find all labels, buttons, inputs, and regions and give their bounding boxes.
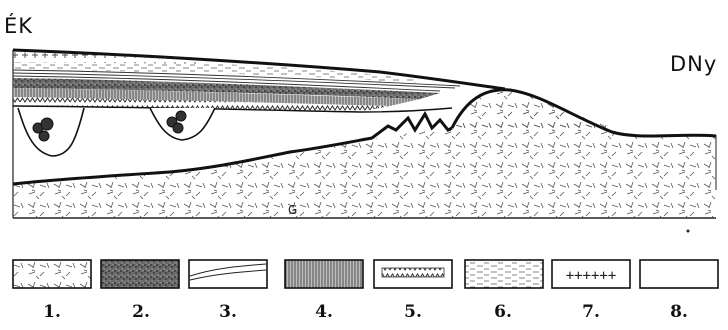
- legend-label-1: 1.: [32, 302, 72, 322]
- legend-label-8: 8.: [659, 302, 699, 322]
- legend-swatch-2: [101, 260, 179, 288]
- small-glyph: G: [288, 203, 297, 217]
- legend-swatch-1: [13, 260, 91, 288]
- svg-text:++++++: ++++++: [566, 268, 617, 284]
- legend-swatch-8: [640, 260, 718, 288]
- small-dot: [687, 230, 690, 233]
- direction-label-right: DNy: [670, 52, 717, 76]
- legend: ++++++: [13, 260, 718, 288]
- legend-label-2: 2.: [121, 302, 161, 322]
- legend-label-3: 3.: [208, 302, 248, 322]
- legend-label-6: 6.: [483, 302, 523, 322]
- legend-label-5: 5.: [393, 302, 433, 322]
- legend-swatch-4: [285, 260, 363, 288]
- legend-swatch-5: [374, 260, 452, 288]
- basement-rock: [13, 111, 716, 218]
- direction-label-left: ÉK: [4, 14, 33, 38]
- legend-swatch-6: [465, 260, 543, 288]
- pocket-left: [18, 108, 84, 156]
- legend-swatch-3: [189, 260, 267, 288]
- legend-label-7: 7.: [571, 302, 611, 322]
- legend-label-4: 4.: [304, 302, 344, 322]
- legend-swatch-7: ++++++: [552, 260, 630, 288]
